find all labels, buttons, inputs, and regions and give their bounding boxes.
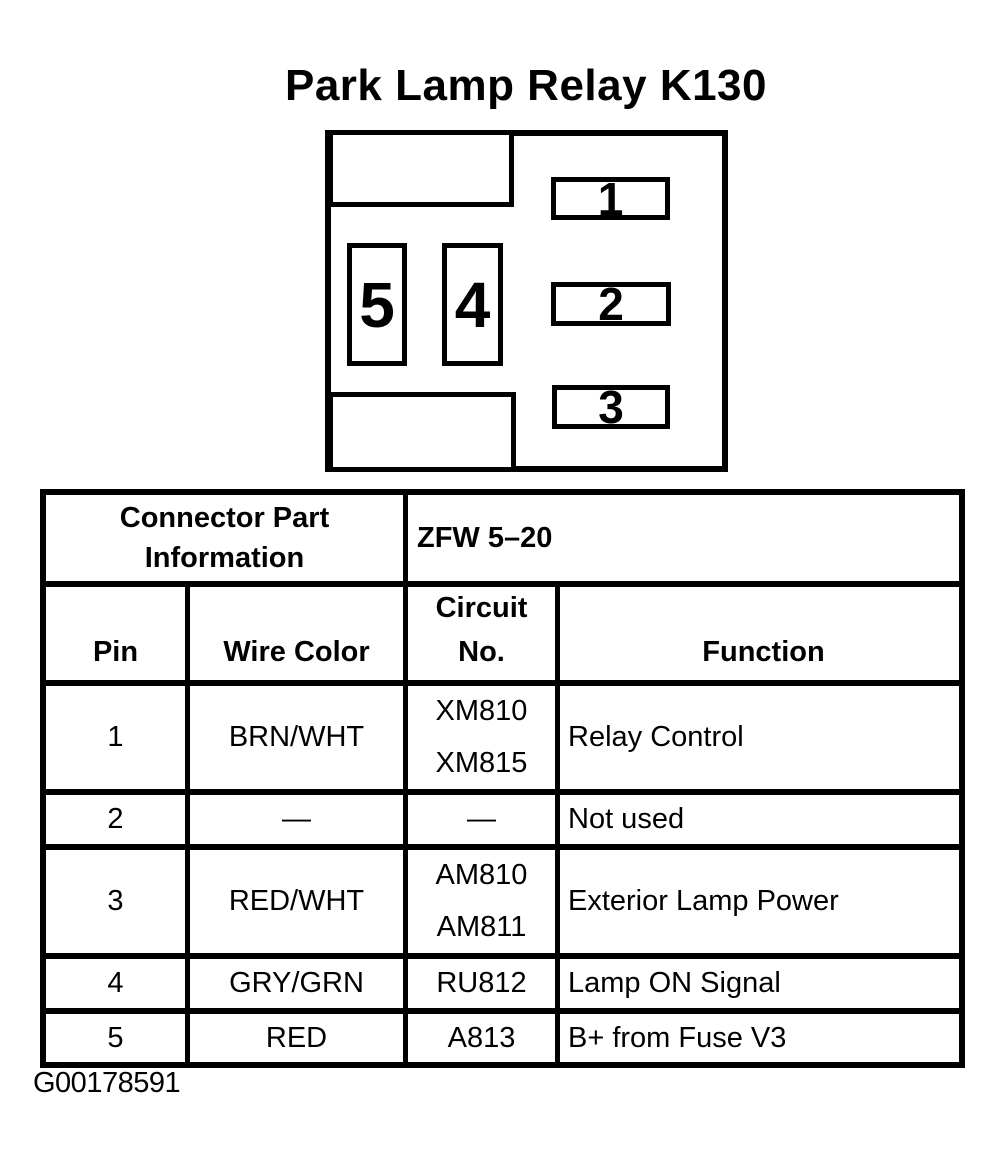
pin-cell: 4 bbox=[46, 959, 190, 1008]
function-cell: Relay Control bbox=[568, 721, 744, 753]
pin-cavity-label: 2 bbox=[598, 278, 624, 330]
column-header-function: Function bbox=[702, 636, 825, 668]
function-cell: Exterior Lamp Power bbox=[568, 885, 839, 917]
circuit-number: RU812 bbox=[436, 967, 527, 999]
table-row: 2 — — Not used bbox=[46, 795, 959, 850]
circuit-number: A813 bbox=[447, 1022, 516, 1054]
wire-color-cell: RED bbox=[190, 1014, 408, 1063]
pin-cavity-label: 1 bbox=[597, 172, 624, 225]
wire-color-cell: — bbox=[190, 795, 408, 844]
pin-cavity-1: 1 bbox=[551, 172, 670, 225]
pin-cavity-2: 2 bbox=[551, 278, 671, 330]
function-cell: Not used bbox=[568, 803, 685, 835]
wire-color-cell: RED/WHT bbox=[190, 850, 408, 953]
circuit-no-cell: — bbox=[408, 795, 560, 844]
figure-title: Park Lamp Relay K130 bbox=[284, 61, 768, 110]
table-row: 5 RED A813 B+ from Fuse V3 bbox=[46, 1014, 959, 1063]
pin-cell: 1 bbox=[46, 686, 190, 789]
pin-cavity-label: 5 bbox=[359, 268, 395, 341]
column-header-circuit-no: Circuit No. bbox=[408, 587, 560, 680]
wire-color-cell: BRN/WHT bbox=[190, 686, 408, 789]
pin-cell: 5 bbox=[46, 1014, 190, 1063]
circuit-number: AM810 bbox=[435, 859, 528, 892]
circuit-no-cell: RU812 bbox=[408, 959, 560, 1008]
pin-cavity-5: 5 bbox=[347, 243, 407, 366]
pin-cell: 3 bbox=[46, 850, 190, 953]
column-header-pin: Pin bbox=[46, 587, 190, 680]
circuit-number: AM811 bbox=[436, 910, 527, 943]
table-row: 4 GRY/GRN RU812 Lamp ON Signal bbox=[46, 959, 959, 1014]
function-cell: B+ from Fuse V3 bbox=[568, 1022, 787, 1054]
pin-cavity-label: 3 bbox=[598, 381, 624, 433]
connector-pinout-table: Connector Part Information ZFW 5–20 Pin … bbox=[40, 489, 965, 1068]
wire-color-cell: GRY/GRN bbox=[190, 959, 408, 1008]
pin-cavity-4: 4 bbox=[442, 243, 503, 366]
circuit-no-cell: A813 bbox=[408, 1014, 560, 1063]
figure-id: G00178591 bbox=[33, 1067, 181, 1099]
connector-part-number: ZFW 5–20 bbox=[417, 521, 553, 554]
relay-connector-diagram: 1 2 3 4 5 bbox=[325, 130, 728, 472]
pin-cavity-3: 3 bbox=[552, 381, 670, 433]
circuit-number: XM815 bbox=[435, 746, 528, 779]
pin-cavity-label: 4 bbox=[454, 268, 491, 341]
connector-keying-notch-bottom bbox=[328, 392, 516, 472]
pin-cell: 2 bbox=[46, 795, 190, 844]
circuit-number: — bbox=[467, 803, 496, 835]
connector-part-info-header: Connector Part Information bbox=[46, 495, 408, 581]
column-header-wire-color: Wire Color bbox=[190, 587, 408, 680]
table-part-info-row: Connector Part Information ZFW 5–20 bbox=[46, 495, 959, 587]
table-column-header-row: Pin Wire Color Circuit No. Function bbox=[46, 587, 959, 686]
connector-keying-notch-top bbox=[328, 130, 514, 207]
function-cell: Lamp ON Signal bbox=[568, 967, 781, 999]
circuit-number: XM810 bbox=[435, 695, 528, 728]
